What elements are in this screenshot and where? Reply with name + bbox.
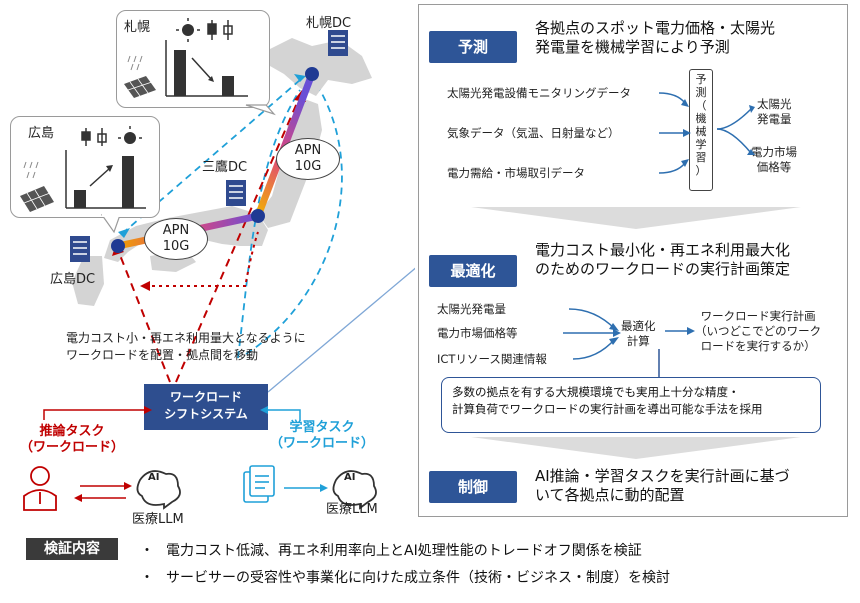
medical-llm-right: 医療LLM: [326, 502, 378, 517]
hiroshima-server-icon: [70, 236, 90, 262]
optimize-input: 太陽光発電量: [437, 302, 506, 316]
rain-icon: [127, 55, 143, 71]
predict-input: 気象データ（気温、日射量など）: [447, 126, 620, 140]
optimize-input: ICTリソース関連情報: [437, 352, 547, 366]
move-caption-line: ワークロードを配置・拠点間を移動: [66, 348, 259, 362]
optimize-output-line: ワークロード実行計画: [700, 309, 816, 323]
predict-output: 太陽光 発電量: [757, 97, 792, 127]
optimize-title-line: 電力コスト最小化・再エネ利用最大化: [535, 241, 791, 259]
optimize-title-line: のためのワークロードの実行計画策定: [535, 260, 791, 278]
control-title: AI推論・学習タスクを実行計画に基づ いて各拠点に動的配置: [535, 467, 790, 505]
predict-method-char: 機: [695, 112, 707, 125]
inference-task-line: （ワークロード）: [20, 440, 125, 455]
predict-output: 電力市場 価格等: [751, 145, 797, 175]
documents-icon: [243, 465, 275, 503]
task-flow: [23, 406, 377, 511]
predict-label: 予測: [429, 31, 517, 63]
predict-title-line: 発電量を機械学習により予測: [535, 38, 730, 56]
predict-arrows: [658, 92, 755, 174]
inference-task-label: 推論タスク （ワークロード）: [20, 424, 124, 456]
optimize-title: 電力コスト最小化・再エネ利用最大化 のためのワークロードの実行計画策定: [535, 241, 790, 279]
ai-brain-icon-right: [332, 470, 377, 510]
ai-brain-icon-left: [136, 470, 181, 510]
predict-output-line: 価格等: [756, 160, 792, 174]
predict-output-line: 電力市場: [751, 145, 797, 159]
verification-bullet: 電力コスト低減、再エネ利用率向上とAI処理性能のトレードオフ関係を検証: [166, 543, 642, 559]
hiroshima-node: [111, 239, 125, 253]
verification-label: 検証内容: [26, 538, 118, 560]
predict-method-char: 測: [695, 86, 707, 99]
sapporo-server-icon: [328, 30, 348, 56]
apn-label: APN: [294, 143, 322, 158]
flow-arrow-2: [471, 437, 801, 459]
predict-input: 太陽光発電設備モニタリングデータ: [447, 86, 631, 100]
sapporo-city-label: 札幌: [124, 20, 151, 35]
learning-task-line: 学習タスク: [289, 420, 355, 435]
optimize-method: 最適化 計算: [621, 319, 656, 349]
verification-bullet-mark: ・: [140, 543, 154, 559]
verification-bullet: サービサーの受容性や事業化に向けた成立条件（技術・ビジネス・制度）を検討: [166, 570, 670, 586]
optimize-label: 最適化: [429, 255, 517, 287]
predict-output-line: 太陽光: [757, 97, 792, 111]
solar-panel-icon: [20, 186, 54, 212]
sapporo-callout-graphic: [124, 18, 276, 116]
predict-input: 電力需給・市場取引データ: [447, 166, 585, 180]
predict-title: 各拠点のスポット電力価格・太陽光 発電量を機械学習により予測: [535, 19, 775, 57]
predict-method-char: （: [695, 99, 707, 112]
mitaka-node: [251, 209, 265, 223]
optimize-method-line: 最適化: [621, 319, 656, 333]
optimize-arrows: [563, 308, 695, 377]
apn-badge-west: APN 10G: [144, 218, 208, 260]
rain-icon: [23, 161, 39, 179]
verification-bullet-mark: ・: [140, 570, 154, 586]
japan-map: [70, 30, 415, 393]
solar-panel-icon: [124, 76, 156, 98]
sapporo-node: [305, 67, 319, 81]
shift-system-line: ワークロード: [169, 390, 242, 404]
ai-badge-left: AI: [148, 472, 160, 483]
doctor-icon: [23, 466, 57, 511]
optimize-output-line: ロードを実行するか）: [700, 339, 816, 353]
hiroshima-callout-graphic: [20, 126, 146, 234]
apn-label: APN: [162, 223, 190, 238]
optimize-method-line: 計算: [626, 334, 650, 348]
hiroshima-city-label: 広島: [28, 126, 55, 141]
shift-system-line: シフトシステム: [164, 407, 248, 421]
workload-shift-system: ワークロード シフトシステム: [144, 384, 268, 430]
mitaka-server-icon: [226, 180, 246, 206]
sapporo-dc-label: 札幌DC: [306, 16, 352, 31]
optimize-note-line: 計算負荷でワークロードの実行計画を導出可能な手法を採用: [452, 402, 763, 416]
optimize-input: 電力市場価格等: [437, 326, 518, 340]
predict-output-line: 発電量: [757, 112, 792, 126]
hiroshima-dc-label: 広島DC: [50, 272, 96, 287]
predict-method-char: 械: [695, 125, 707, 138]
inference-task-line: 推論タスク: [39, 424, 105, 439]
predict-method-char: 予: [695, 73, 707, 86]
mitaka-dc-label: 三鷹DC: [202, 160, 248, 175]
move-caption-line: 電力コスト小・再エネ利用量大となるように: [66, 331, 306, 345]
move-caption: 電力コスト小・再エネ利用量大となるように ワークロードを配置・拠点間を移動: [66, 330, 306, 364]
ai-badge-right: AI: [344, 472, 356, 483]
apn-badge-north: APN 10G: [276, 138, 340, 180]
learning-task-line: （ワークロード）: [270, 436, 375, 451]
process-panel: 予測 各拠点のスポット電力価格・太陽光 発電量を機械学習により予測 太陽光発電設…: [418, 4, 848, 517]
predict-method-box: 予 測 （ 機 械 学 習 ）: [689, 69, 713, 191]
medical-llm-left: 医療LLM: [132, 512, 184, 527]
predict-method-char: 習: [695, 151, 707, 164]
optimize-note-line: 多数の拠点を有する大規模環境でも実用上十分な精度・: [452, 385, 740, 399]
learning-task-label: 学習タスク （ワークロード）: [270, 420, 374, 452]
optimize-output: ワークロード実行計画 （いつどこでどのワーク ロードを実行するか）: [695, 309, 821, 354]
control-title-line: いて各拠点に動的配置: [535, 486, 685, 504]
predict-method-char: 学: [695, 138, 707, 151]
control-title-line: AI推論・学習タスクを実行計画に基づ: [535, 467, 790, 485]
apn-speed: 10G: [294, 159, 322, 174]
optimize-note: 多数の拠点を有する大規模環境でも実用上十分な精度・ 計算負荷でワークロードの実行…: [441, 377, 821, 433]
optimize-output-line: （いつどこでどのワーク: [695, 324, 822, 338]
predict-title-line: 各拠点のスポット電力価格・太陽光: [535, 19, 776, 37]
apn-speed: 10G: [162, 239, 190, 254]
control-label: 制御: [429, 471, 517, 503]
predict-method-char: ）: [695, 164, 707, 177]
